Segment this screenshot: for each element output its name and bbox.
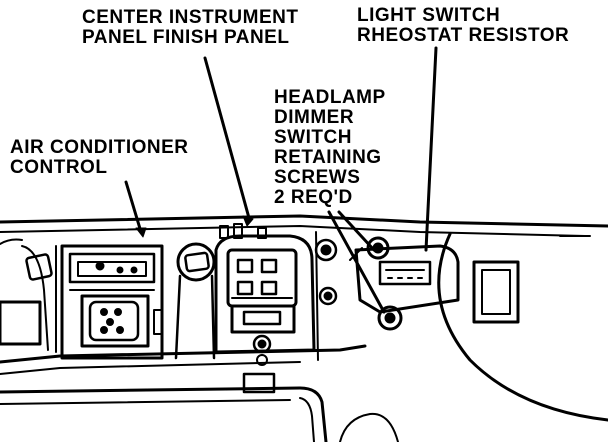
leader-arrowhead	[135, 227, 147, 238]
right-curved-panel	[437, 232, 608, 422]
label-line: 2 REQ'D	[274, 187, 353, 208]
label-line: RHEOSTAT RESISTOR	[357, 25, 570, 46]
leader-center-panel	[203, 56, 251, 220]
label-line: PANEL FINISH PANEL	[82, 27, 290, 48]
label-line: CONTROL	[10, 157, 108, 178]
label-line: CENTER INSTRUMENT	[82, 7, 299, 28]
label-line: HEADLAMP	[274, 87, 386, 108]
wire-harness-curve	[339, 412, 399, 442]
label-line: SWITCH	[274, 127, 352, 148]
leader-light-switch	[424, 46, 438, 252]
label-line: DIMMER	[274, 107, 355, 128]
ac-control-module	[55, 244, 164, 360]
finish-panel-outline	[0, 214, 608, 442]
label-headlamp-dimmer-switch-retaining-screws: HEADLAMP DIMMER SWITCH RETAINING SCREWS …	[274, 88, 386, 208]
label-line: RETAINING	[274, 147, 382, 168]
label-line: AIR CONDITIONER	[10, 137, 189, 158]
rheostat-resistor	[349, 236, 460, 331]
leader-ac-control	[124, 180, 143, 234]
label-air-conditioner-control: AIR CONDITIONER CONTROL	[10, 138, 189, 178]
label-light-switch-rheostat-resistor: LIGHT SWITCH RHEOSTAT RESISTOR	[357, 6, 569, 46]
headlamp-switch-module	[214, 223, 316, 366]
label-line: SCREWS	[274, 167, 361, 188]
label-center-instrument-panel-finish-panel: CENTER INSTRUMENT PANEL FINISH PANEL	[82, 8, 298, 48]
right-side-knobs	[314, 231, 338, 361]
center-knob-post	[174, 242, 216, 360]
leader-lines	[124, 46, 438, 314]
label-line: LIGHT SWITCH	[357, 5, 501, 26]
left-bezel	[0, 245, 53, 351]
